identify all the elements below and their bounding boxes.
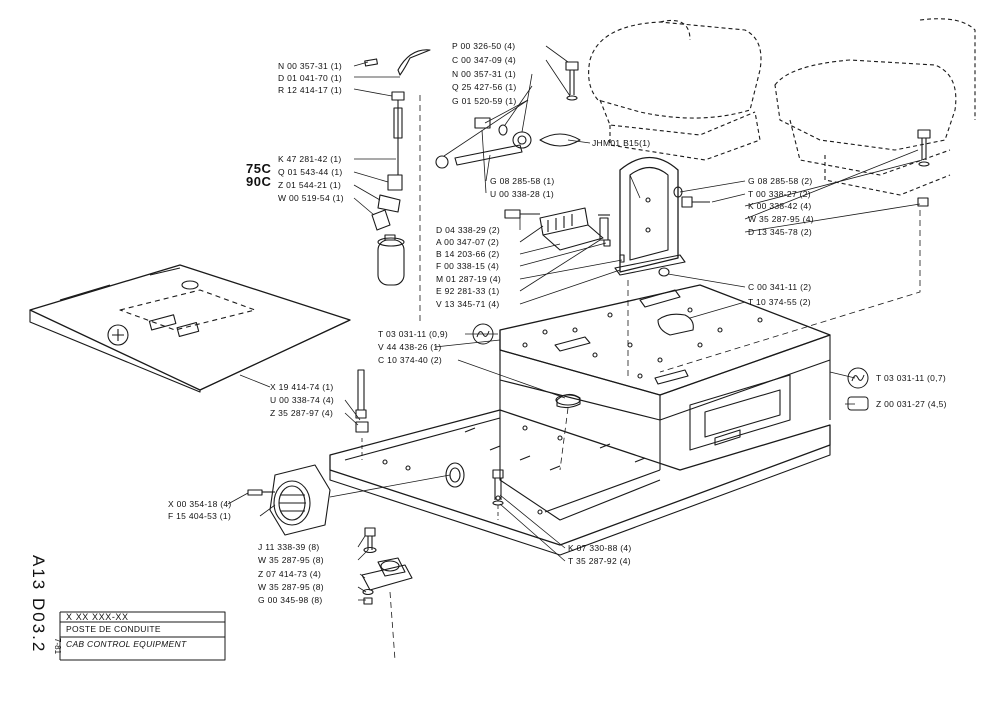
part-label: G 00 345-98 (8) [258,595,323,605]
part-label: A 00 347-07 (2) [436,237,500,247]
variant-label: 75C [246,161,272,176]
part-label: T 03 031-11 (0,9) [378,329,448,339]
part-label: W 35 287-95 (8) [258,582,324,592]
part-label: R 12 414-17 (1) [278,85,343,95]
part-label: C 10 374-40 (2) [378,355,443,365]
rubber-pads [555,313,694,409]
seat-ref-label: JHM01 B15(1) [592,138,651,148]
part-label: B 14 203-66 (2) [436,249,500,259]
part-label: N 00 357-31 (1) [452,69,517,79]
part-label: K 00 338-42 (4) [748,201,812,211]
part-label: T 35 287-92 (4) [568,556,631,566]
part-label: Z 00 031-27 (4,5) [876,399,947,409]
part-label: T 03 031-11 (0,7) [876,373,946,383]
part-label: V 13 345-71 (4) [436,299,500,309]
part-label: M 01 287-19 (4) [436,274,501,284]
serial-field: X XX XXX-XX [66,612,129,622]
part-label: D 13 345-78 (2) [748,227,813,237]
driver-seat [588,18,976,196]
document-code: A13 D03.2 [29,555,48,654]
part-label: T 10 374-55 (2) [748,297,811,307]
part-label: C 00 341-11 (2) [748,282,812,292]
part-label: G 08 285-58 (1) [490,176,555,186]
part-label: C 00 347-09 (4) [452,55,517,65]
control-lever-assembly [364,49,431,286]
part-label: N 00 357-31 (1) [278,61,343,71]
part-label: Q 01 543-44 (1) [278,167,343,177]
title-french: POSTE DE CONDUITE [66,624,161,634]
seat-support-bracket [614,157,686,276]
part-label: E 92 281-33 (1) [436,286,500,296]
part-label: T 00 338-27 (2) [748,189,811,199]
part-label: K 47 281-42 (1) [278,154,342,164]
part-label: W 00 519-54 (1) [278,193,344,203]
part-label: D 01 041-70 (1) [278,73,343,83]
part-label: W 35 287-95 (8) [258,555,324,565]
part-label: J 11 338-39 (8) [258,542,320,552]
cab-floor-platform [329,284,831,556]
pin-assembly [435,117,581,169]
title-block-frame [59,611,226,661]
variant-label: 90C [246,174,272,189]
sealant-symbols [472,323,869,411]
part-label: G 08 285-58 (2) [748,176,813,186]
connector-block [539,207,625,263]
part-label: P 00 326-50 (4) [452,41,516,51]
leader-lines [227,45,923,661]
part-label: F 00 338-15 (4) [436,261,500,271]
part-label: Q 25 427-56 (1) [452,82,517,92]
fan-heater-unit [247,464,331,536]
part-label: V 44 438-26 (1) [378,342,442,352]
part-label: K 07 330-88 (4) [568,543,632,553]
part-label: Z 07 414-73 (4) [258,569,322,579]
part-label: X 19 414-74 (1) [270,382,334,392]
part-label: X 00 354-18 (4) [168,499,232,509]
part-label: Z 35 287-97 (4) [270,408,334,418]
part-label: Z 01 544-21 (1) [278,180,342,190]
document-date: 7-81 [53,638,62,655]
anti-vibration-mount [361,527,413,605]
part-label: G 01 520-59 (1) [452,96,517,106]
part-label: U 00 338-74 (4) [270,395,335,405]
part-label: F 15 404-53 (1) [168,511,232,521]
part-label: D 04 338-29 (2) [436,225,501,235]
part-label: W 35 287-95 (4) [748,214,814,224]
title-english: CAB CONTROL EQUIPMENT [66,639,187,649]
floor-bolts [355,369,504,506]
floor-cover-plate [29,264,351,393]
part-label: U 00 338-28 (1) [490,189,555,199]
